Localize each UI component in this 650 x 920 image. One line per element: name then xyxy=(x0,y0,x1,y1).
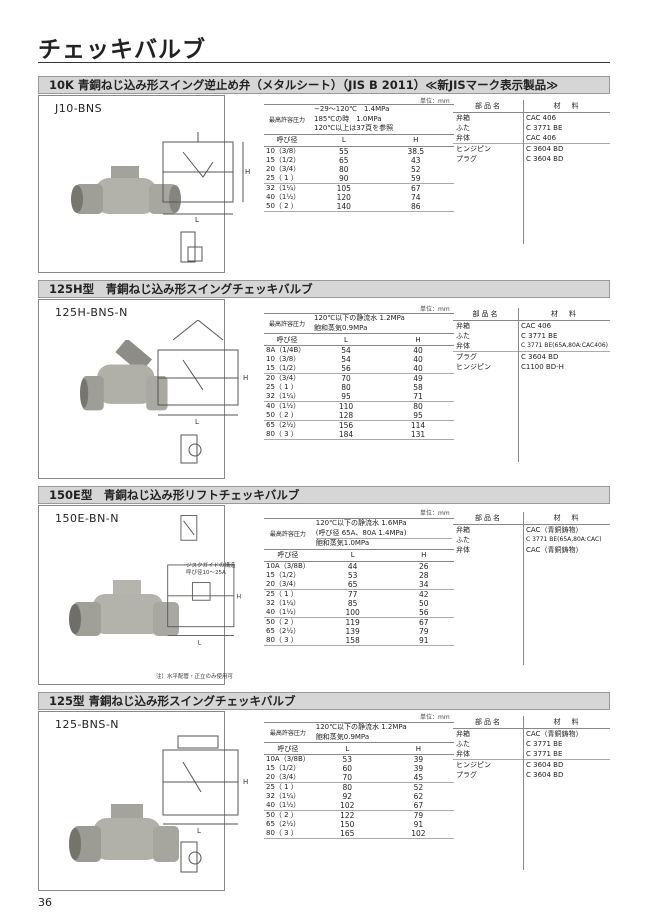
disc-guide-note-sizes: 呼び径10〜25A xyxy=(186,570,226,576)
product-image-box: 125H-BNS-N xyxy=(38,299,225,479)
section-heading: 150E型 青銅ねじ込み形リフトチェッキバルブ xyxy=(38,486,610,504)
valve-photo xyxy=(80,340,168,411)
unit-label: 単位：mm xyxy=(420,714,450,721)
svg-text:L: L xyxy=(198,639,202,646)
model-code: J10-BNS xyxy=(55,102,103,115)
valve-photo xyxy=(69,804,179,862)
installation-note: 注）水平配管・正立のみ使用可 xyxy=(156,674,234,680)
valve-photo xyxy=(69,580,179,636)
model-code: 125H-BNS-N xyxy=(55,306,128,319)
section-heading: 10K 青銅ねじ込み形スイング逆止め弁（メタルシート）（JIS B 2011）≪… xyxy=(38,76,610,94)
svg-text:L: L xyxy=(195,216,199,224)
svg-text:L: L xyxy=(195,418,199,426)
model-code: 125-BNS-N xyxy=(55,718,120,731)
cross-section-drawing: LH xyxy=(157,320,248,464)
unit-label: 単位：mm xyxy=(420,306,450,313)
svg-text:L: L xyxy=(197,827,201,835)
section-j10-bns: 10K 青銅ねじ込み形スイング逆止め弁（メタルシート）（JIS B 2011）≪… xyxy=(38,76,610,274)
svg-text:H: H xyxy=(237,593,242,600)
svg-text:H: H xyxy=(243,374,248,382)
unit-label: 単位：mm xyxy=(420,510,450,517)
title-rule xyxy=(38,62,610,63)
section-heading: 125H型 青銅ねじ込み形スイングチェッキバルブ xyxy=(38,280,610,298)
pressure-label: 最高許容圧力 xyxy=(264,104,310,135)
disc-guide-note: ジスクガイドの構造 xyxy=(186,563,236,569)
page-title: チェッキバルブ xyxy=(38,37,206,63)
page-number: 36 xyxy=(38,896,52,909)
product-image-box: J10-BNS xyxy=(38,95,225,273)
dimension-table: 最高許容圧力 120℃以下の静流水 1.6MPa(呼び径 65A、80A 1.4… xyxy=(264,518,454,646)
unit-label: 単位：mm xyxy=(420,98,450,105)
cross-section-drawing: LH xyxy=(162,132,250,263)
cross-section-drawing: LH xyxy=(162,735,248,873)
section-heading: 125型 青銅ねじ込み形スイングチェッキバルブ xyxy=(38,692,610,710)
valve-photo xyxy=(71,166,181,214)
product-image-box: 125-BNS-N xyxy=(38,711,225,891)
cross-section-drawing: LH xyxy=(167,515,242,646)
svg-text:H: H xyxy=(245,168,250,176)
svg-text:H: H xyxy=(243,778,248,786)
model-code: 150E-BN-N xyxy=(55,512,119,525)
